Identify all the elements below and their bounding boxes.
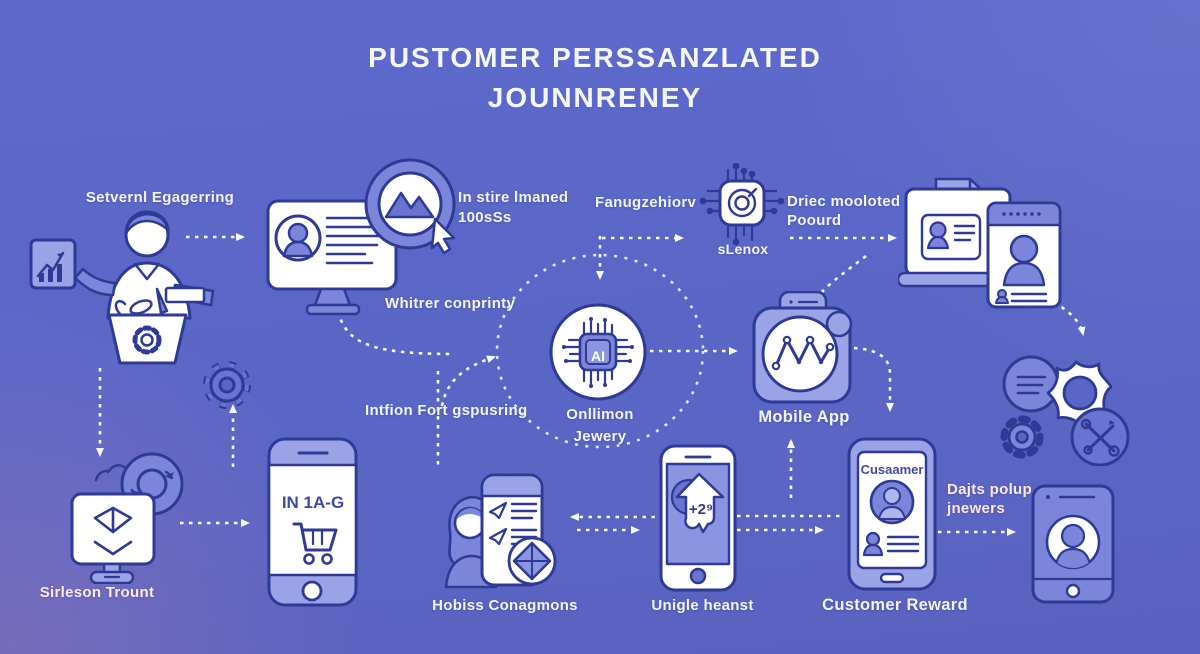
phone-avatar-icon [1030, 483, 1116, 605]
gear-icon [200, 356, 256, 414]
label-driec: Driec mooloted Poourd [787, 193, 900, 229]
bubble-text: +2⁹ [689, 501, 713, 518]
monitor-profile-icon [265, 193, 405, 317]
label-instore-line2: 100sSs [458, 209, 512, 226]
label-dajts-line1: Dajts polup [947, 481, 1032, 498]
label-whitrer: Whitrer conprinty [385, 295, 516, 312]
label-instore-line1: In stire lmaned [458, 189, 569, 206]
label-slenox: sLenox [717, 241, 769, 257]
label-unigle: Unigle heanst [651, 597, 754, 614]
mobile-app-icon [750, 291, 858, 409]
label-stage1: Setvernl Egagerring [85, 189, 235, 206]
person-docs-icon [436, 470, 564, 590]
label-ai-line1: Onllimon [566, 406, 634, 423]
box-monitor-icon [60, 452, 188, 584]
page-title: PUSTOMER PERSSANZLATED JOUNNRENEY [260, 38, 930, 118]
label-customer-reward: Customer Reward [822, 596, 968, 614]
title-line-1: PUSTOMER PERSSANZLATED [368, 42, 822, 73]
person-shopper-icon [25, 183, 230, 368]
label-intfion: Intfion Fort gspusring [365, 402, 528, 419]
phone-reward-icon: Cusaamer [846, 436, 938, 592]
ai-chip-label: AI [591, 348, 605, 364]
label-hobiss: Hobiss Conagmons [432, 597, 578, 614]
slenox-chip-icon [696, 163, 788, 253]
label-driec-line1: Driec mooloted [787, 193, 901, 210]
title-line-2: JOUNNRENEY [487, 82, 703, 113]
label-sirleson: Sirleson Trount [39, 584, 155, 601]
ai-chip-circle-icon: AI [536, 296, 664, 414]
phone-cart-icon: IN 1A-G [266, 436, 360, 608]
label-fanug: Fanugzehiorv [595, 194, 697, 211]
label-dajts: Dajts polup jnewers [947, 481, 1032, 517]
shield-cluster-icon [998, 350, 1140, 466]
magnifier-image-icon [360, 156, 470, 264]
label-instore: In stire lmaned 100sSs [458, 189, 568, 226]
reward-screen-text: Cusaamer [861, 462, 924, 477]
phone-bubble-icon: +2⁹ [658, 443, 738, 593]
phone-screen-text: IN 1A-G [282, 493, 344, 512]
label-dajts-line2: jnewers [947, 500, 1005, 517]
label-ai: Onllimon Jewery [540, 404, 660, 448]
label-ai-line2: Jewery [573, 428, 627, 445]
laptop-id-icon [898, 173, 1070, 317]
label-mobile-app: Mobile App [758, 408, 850, 426]
label-driec-line2: Poourd [787, 212, 842, 229]
